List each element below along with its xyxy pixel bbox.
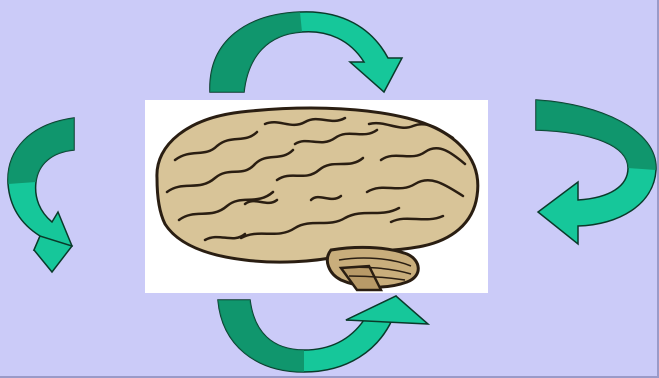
brain-icon — [145, 100, 488, 293]
brain-image-panel — [145, 100, 488, 293]
